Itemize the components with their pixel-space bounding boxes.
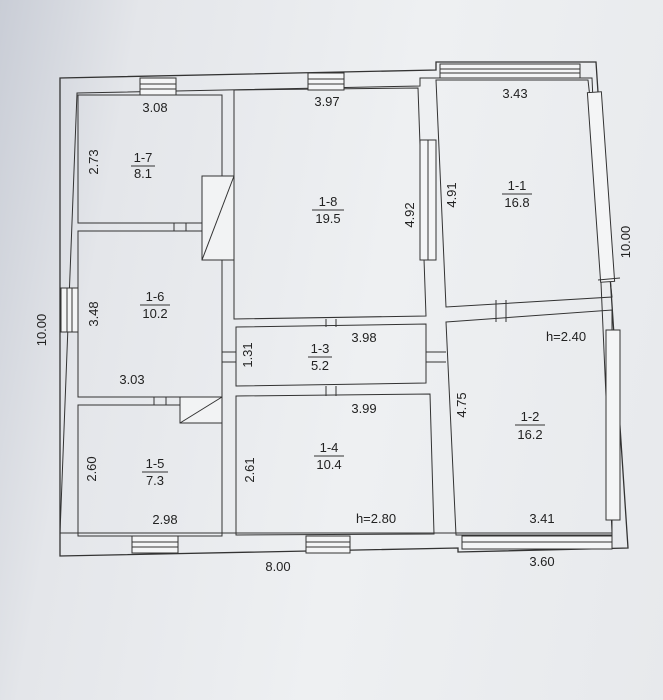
room-1-1-outline: [435, 79, 613, 308]
svg-text:3.98: 3.98: [351, 330, 376, 345]
room-1-5-label: 1-57.3: [142, 456, 168, 488]
svg-text:3.97: 3.97: [314, 94, 339, 109]
room-1-4-outline: [235, 393, 435, 536]
svg-text:16.8: 16.8: [504, 195, 529, 210]
svg-text:1-6: 1-6: [146, 289, 165, 304]
svg-text:1-3: 1-3: [311, 341, 330, 356]
window-left-1-6: [60, 287, 79, 333]
svg-text:3.48: 3.48: [86, 301, 101, 326]
svg-text:2.61: 2.61: [242, 457, 257, 482]
window-right-1-2: [605, 329, 621, 521]
svg-text:1-5: 1-5: [146, 456, 165, 471]
outer-walls: [59, 61, 629, 557]
svg-text:2.60: 2.60: [84, 456, 99, 481]
svg-text:10.00: 10.00: [34, 314, 49, 347]
svg-text:h=2.40: h=2.40: [546, 329, 586, 344]
room-1-4-label: 1-4 10.4: [314, 440, 344, 472]
room-1-2-label: 1-2 16.2: [515, 409, 545, 442]
svg-text:3.08: 3.08: [142, 100, 167, 115]
room-1-3-label: 1-35.2: [308, 341, 332, 373]
svg-text:1-4: 1-4: [320, 440, 339, 455]
svg-text:1-1: 1-1: [508, 178, 527, 193]
svg-text:2.98: 2.98: [152, 512, 177, 527]
svg-text:h=2.80: h=2.80: [356, 511, 396, 526]
svg-text:3.41: 3.41: [529, 511, 554, 526]
room-1-2-outline: [445, 309, 613, 536]
svg-text:3.03: 3.03: [119, 372, 144, 387]
svg-text:8.1: 8.1: [134, 166, 152, 181]
svg-text:4.92: 4.92: [402, 202, 417, 227]
svg-text:16.2: 16.2: [517, 427, 542, 442]
room-1-8-label: 1-8 19.5: [312, 194, 344, 226]
window-top-1-1: [439, 63, 581, 79]
svg-text:10.00: 10.00: [618, 226, 633, 259]
stove-2: [179, 396, 223, 424]
doors: [153, 175, 621, 424]
svg-text:3.43: 3.43: [502, 86, 527, 101]
svg-text:3.60: 3.60: [529, 554, 554, 569]
stove-1: [201, 175, 235, 261]
window-inner-1-8: [419, 139, 437, 261]
svg-text:1-7: 1-7: [134, 150, 153, 165]
room-outlines: [77, 79, 613, 537]
room-1-7-label: 1-78.1: [131, 150, 155, 181]
room-1-1-label: 1-1 16.8: [502, 178, 532, 210]
room-1-6-label: 1-6 10.2: [140, 289, 170, 321]
window-top-1-7: [139, 77, 177, 96]
svg-text:1-8: 1-8: [319, 194, 338, 209]
svg-text:1-2: 1-2: [521, 409, 540, 424]
dimension-labels: 3.08 2.73 3.97 4.92 3.43 4.91 3.48 3.03 …: [34, 86, 633, 574]
window-bottom-1-5: [131, 535, 179, 554]
svg-text:1.31: 1.31: [240, 342, 255, 367]
room-labels: 1-78.1 1-819.5 1-116.8 1-610.2 1-35.2 1-…: [131, 150, 545, 488]
svg-text:3.99: 3.99: [351, 401, 376, 416]
svg-text:5.2: 5.2: [311, 358, 329, 373]
svg-text:7.3: 7.3: [146, 473, 164, 488]
windows: [60, 63, 621, 554]
room-1-3-outline: [235, 323, 427, 387]
svg-text:19.5: 19.5: [315, 211, 340, 226]
svg-text:4.75: 4.75: [454, 392, 469, 417]
window-bottom-1-2: [461, 535, 613, 550]
svg-text:8.00: 8.00: [265, 559, 290, 574]
svg-text:2.73: 2.73: [86, 149, 101, 174]
svg-text:10.4: 10.4: [316, 457, 341, 472]
window-top-1-8: [307, 72, 345, 91]
window-right-1-1: [586, 91, 616, 283]
window-bottom-1-4: [305, 535, 351, 554]
svg-text:4.91: 4.91: [444, 182, 459, 207]
svg-text:10.2: 10.2: [142, 306, 167, 321]
